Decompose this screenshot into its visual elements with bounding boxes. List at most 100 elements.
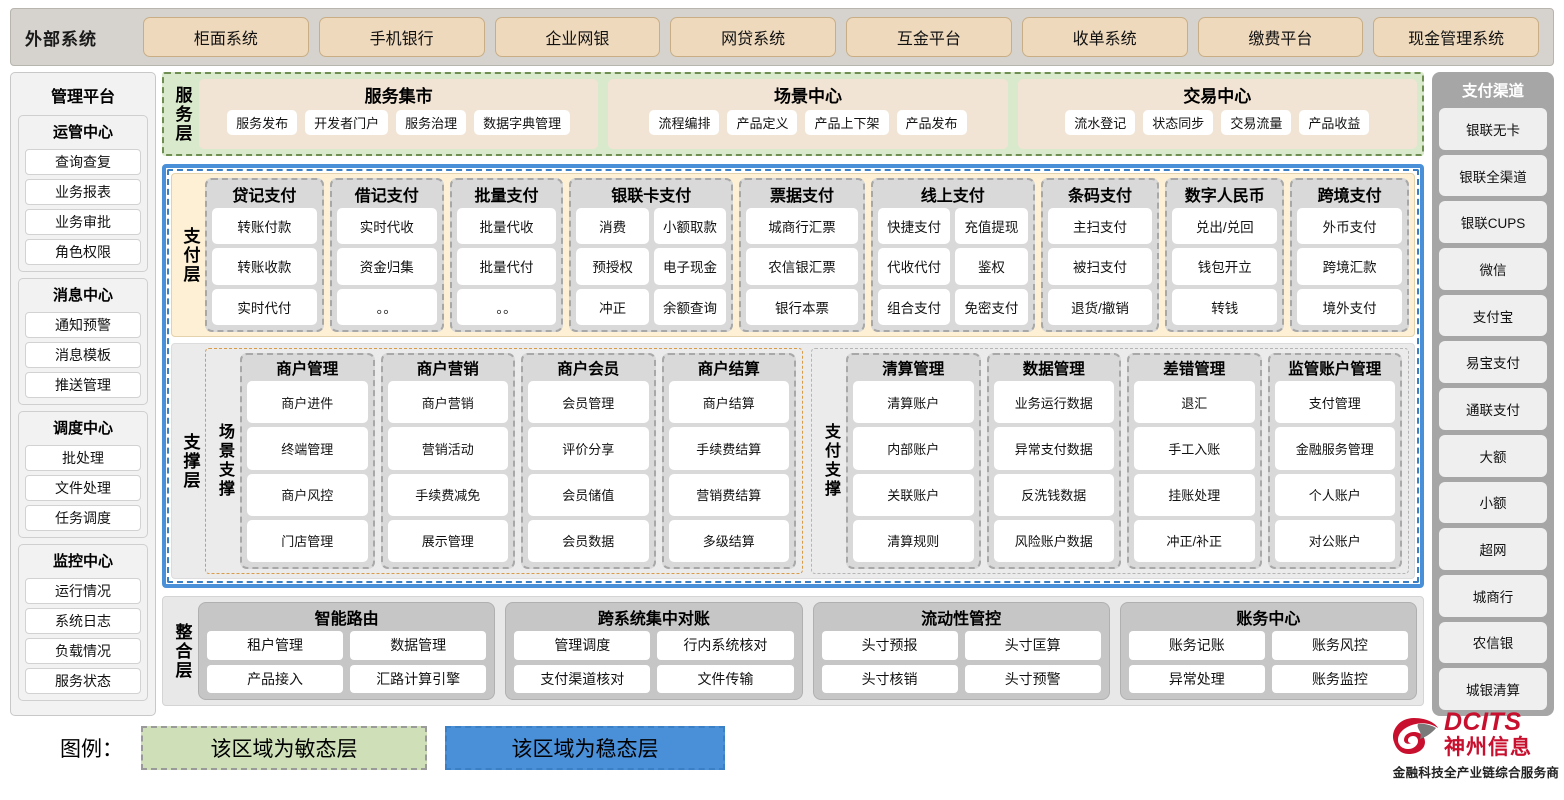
support-cell[interactable]: 会员储值 <box>528 473 649 516</box>
payment-cell[interactable]: 免密支付 <box>955 288 1028 325</box>
management-item[interactable]: 查询查复 <box>25 149 141 175</box>
payment-channel-item[interactable]: 银联无卡 <box>1439 108 1547 150</box>
external-system-chip[interactable]: 网贷系统 <box>670 17 836 57</box>
integration-cell[interactable]: 头寸预报 <box>821 631 958 660</box>
payment-cell[interactable]: 转账付款 <box>212 208 317 245</box>
management-item[interactable]: 负载情况 <box>25 638 141 664</box>
integration-cell[interactable]: 行内系统核对 <box>657 631 794 660</box>
payment-channel-item[interactable]: 超网 <box>1439 528 1547 570</box>
management-item[interactable]: 角色权限 <box>25 239 141 265</box>
service-chip[interactable]: 状态同步 <box>1143 110 1214 135</box>
service-chip[interactable]: 产品定义 <box>727 110 798 135</box>
payment-cell[interactable]: 实时代收 <box>336 208 437 245</box>
payment-channel-item[interactable]: 银联全渠道 <box>1439 154 1547 197</box>
service-chip[interactable]: 服务治理 <box>396 110 467 135</box>
payment-cell[interactable]: 批量代付 <box>456 248 557 285</box>
payment-cell[interactable]: 兑出/兑回 <box>1172 208 1278 245</box>
integration-cell[interactable]: 文件传输 <box>657 664 794 693</box>
support-cell[interactable]: 冲正/补正 <box>1134 519 1255 562</box>
support-cell[interactable]: 个人账户 <box>1274 473 1395 516</box>
payment-cell[interactable]: 鉴权 <box>955 248 1028 285</box>
payment-channel-item[interactable]: 银联CUPS <box>1439 201 1547 244</box>
management-item[interactable]: 业务审批 <box>25 209 141 235</box>
integration-cell[interactable]: 头寸匡算 <box>964 631 1101 660</box>
integration-cell[interactable]: 租户管理 <box>207 631 344 660</box>
support-cell[interactable]: 挂账处理 <box>1134 473 1255 516</box>
support-cell[interactable]: 手续费减免 <box>387 473 508 516</box>
service-chip[interactable]: 流水登记 <box>1065 110 1136 135</box>
payment-channel-item[interactable]: 小额 <box>1439 481 1547 524</box>
payment-cell[interactable]: 充值提现 <box>955 208 1028 245</box>
external-system-chip[interactable]: 现金管理系统 <box>1373 17 1539 57</box>
support-cell[interactable]: 清算账户 <box>853 381 974 424</box>
integration-cell[interactable]: 数据管理 <box>350 631 487 660</box>
external-system-chip[interactable]: 柜面系统 <box>143 17 309 57</box>
management-item[interactable]: 业务报表 <box>25 179 141 205</box>
payment-channel-item[interactable]: 农信银 <box>1439 621 1547 664</box>
payment-cell[interactable]: 。。 <box>336 288 437 325</box>
management-item[interactable]: 服务状态 <box>25 668 141 694</box>
support-cell[interactable]: 手工入账 <box>1134 427 1255 470</box>
support-cell[interactable]: 业务运行数据 <box>993 381 1114 424</box>
payment-cell[interactable]: 快捷支付 <box>877 208 951 245</box>
management-item[interactable]: 运行情况 <box>25 578 141 604</box>
service-chip[interactable]: 流程编排 <box>649 110 720 135</box>
payment-cell[interactable]: 电子现金 <box>653 248 727 285</box>
management-item[interactable]: 任务调度 <box>25 505 141 531</box>
integration-cell[interactable]: 异常处理 <box>1128 664 1265 693</box>
support-cell[interactable]: 反洗钱数据 <box>993 473 1114 516</box>
support-cell[interactable]: 营销活动 <box>387 427 508 470</box>
external-system-chip[interactable]: 企业网银 <box>494 17 661 57</box>
payment-cell[interactable]: 批量代收 <box>456 208 557 245</box>
payment-channel-item[interactable]: 城银清算 <box>1439 668 1547 710</box>
support-cell[interactable]: 退汇 <box>1134 381 1255 424</box>
support-cell[interactable]: 手续费结算 <box>668 427 789 470</box>
management-item[interactable]: 通知预警 <box>25 312 141 338</box>
payment-cell[interactable]: 被扫支付 <box>1047 248 1153 285</box>
management-item[interactable]: 系统日志 <box>25 608 141 634</box>
payment-cell[interactable]: 钱包开立 <box>1172 248 1278 285</box>
support-cell[interactable]: 营销费结算 <box>668 473 789 516</box>
payment-cell[interactable]: 预授权 <box>576 248 649 285</box>
support-cell[interactable]: 会员数据 <box>528 519 649 562</box>
support-cell[interactable]: 内部账户 <box>853 427 974 470</box>
payment-cell[interactable]: 主扫支付 <box>1047 208 1153 245</box>
payment-cell[interactable]: 组合支付 <box>877 288 951 325</box>
payment-channel-item[interactable]: 大额 <box>1439 434 1547 477</box>
payment-cell[interactable]: 代收代付 <box>877 248 951 285</box>
service-chip[interactable]: 开发者门户 <box>305 110 389 135</box>
payment-cell[interactable]: 余额查询 <box>653 288 727 325</box>
support-cell[interactable]: 展示管理 <box>387 519 508 562</box>
management-item[interactable]: 文件处理 <box>25 475 141 501</box>
service-chip[interactable]: 产品上下架 <box>805 110 889 135</box>
payment-cell[interactable]: 城商行汇票 <box>746 208 858 245</box>
payment-cell[interactable]: 小额取款 <box>653 208 727 245</box>
integration-cell[interactable]: 头寸预警 <box>964 664 1101 693</box>
support-cell[interactable]: 关联账户 <box>853 473 974 516</box>
payment-cell[interactable]: 退货/撤销 <box>1047 288 1153 325</box>
payment-cell[interactable]: 。。 <box>456 288 557 325</box>
integration-cell[interactable]: 支付渠道核对 <box>514 664 651 693</box>
external-system-chip[interactable]: 互金平台 <box>846 17 1012 57</box>
integration-cell[interactable]: 头寸核销 <box>821 664 958 693</box>
support-cell[interactable]: 支付管理 <box>1274 381 1395 424</box>
payment-cell[interactable]: 境外支付 <box>1297 288 1402 325</box>
service-chip[interactable]: 服务发布 <box>227 110 298 135</box>
external-system-chip[interactable]: 手机银行 <box>318 17 485 57</box>
support-cell[interactable]: 风险账户数据 <box>993 519 1114 562</box>
integration-cell[interactable]: 汇路计算引擎 <box>350 664 487 693</box>
support-cell[interactable]: 会员管理 <box>528 381 649 424</box>
integration-cell[interactable]: 账务风控 <box>1271 631 1408 660</box>
integration-cell[interactable]: 账务记账 <box>1128 631 1265 660</box>
service-chip[interactable]: 数据字典管理 <box>474 110 571 135</box>
payment-cell[interactable]: 转钱 <box>1172 288 1278 325</box>
external-system-chip[interactable]: 缴费平台 <box>1197 17 1364 57</box>
support-cell[interactable]: 异常支付数据 <box>993 427 1114 470</box>
external-system-chip[interactable]: 收单系统 <box>1021 17 1188 57</box>
payment-cell[interactable]: 农信银汇票 <box>746 248 858 285</box>
service-chip[interactable]: 交易流量 <box>1221 110 1292 135</box>
payment-cell[interactable]: 银行本票 <box>746 288 858 325</box>
payment-channel-item[interactable]: 城商行 <box>1439 574 1547 617</box>
payment-cell[interactable]: 外币支付 <box>1297 208 1402 245</box>
support-cell[interactable]: 清算规则 <box>853 519 974 562</box>
